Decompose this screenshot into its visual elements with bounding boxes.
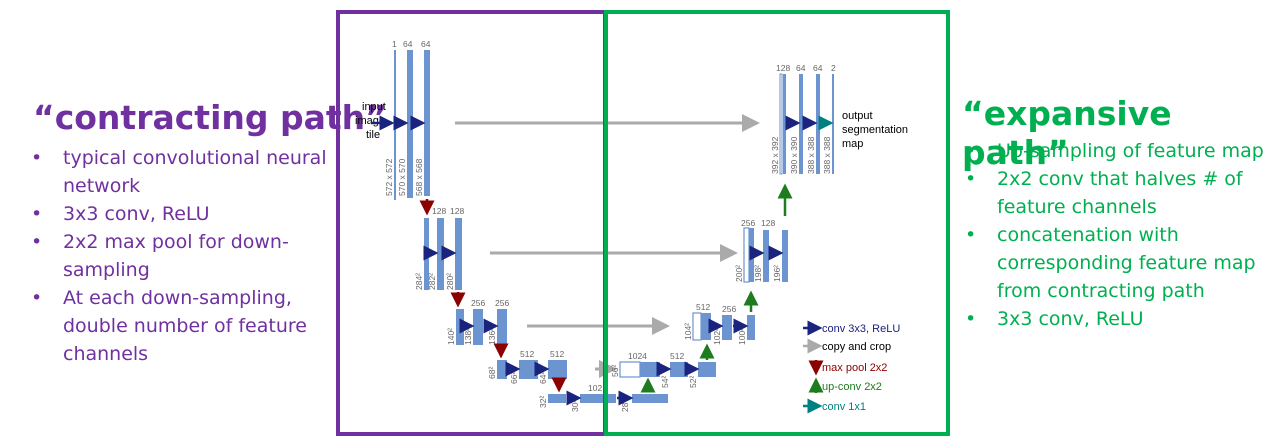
size-label: 104² xyxy=(683,323,693,340)
size-label: 572 x 572 xyxy=(384,158,394,196)
size-label: 28² xyxy=(620,400,630,412)
channel-label: 1 xyxy=(392,39,397,49)
feature-map xyxy=(816,74,820,174)
list-item: concatenation with corresponding feature… xyxy=(965,221,1280,305)
size-label: 56² xyxy=(610,365,620,377)
list-item: At each down-sampling, double number of … xyxy=(31,284,331,368)
channel-label: 256 xyxy=(741,218,755,228)
channel-label: 128 xyxy=(432,206,446,216)
output-label: segmentation xyxy=(842,124,908,136)
feature-map xyxy=(670,362,688,377)
channel-label: 1024 xyxy=(628,351,647,361)
channel-label: 256 xyxy=(471,298,485,308)
size-label: 136² xyxy=(487,328,497,345)
feature-map xyxy=(497,360,507,379)
channel-label: 64 xyxy=(813,63,823,73)
channel-label: 64 xyxy=(403,39,413,49)
list-item: 3x3 conv, ReLU xyxy=(965,305,1280,333)
feature-map xyxy=(640,362,660,377)
feature-map xyxy=(747,315,755,340)
size-label: 138² xyxy=(463,328,473,345)
size-label: 198² xyxy=(753,265,763,282)
feature-map xyxy=(783,74,786,174)
feature-map xyxy=(799,74,803,174)
feature-map xyxy=(407,50,413,198)
output-label: map xyxy=(842,138,863,150)
feature-map xyxy=(437,218,444,290)
contracting-path-frame xyxy=(336,10,607,436)
channel-label: 512 xyxy=(550,349,564,359)
expansive-path-bullets: Up-sampling of feature map 2x2 conv that… xyxy=(965,137,1280,333)
size-label: 32² xyxy=(538,396,548,408)
size-label: 388 x 388 xyxy=(806,136,816,174)
channel-label: 2 xyxy=(831,63,836,73)
size-label: 140² xyxy=(446,328,456,345)
channel-label: 512 xyxy=(670,351,684,361)
size-label: 284² xyxy=(414,273,424,290)
channel-label: 512 xyxy=(696,302,710,312)
feature-map xyxy=(548,360,567,379)
feature-map xyxy=(548,394,566,403)
channel-label: 64 xyxy=(796,63,806,73)
size-label: 390 x 390 xyxy=(789,136,799,174)
size-label: 66² xyxy=(509,372,519,384)
list-item: Up-sampling of feature map xyxy=(965,137,1280,165)
size-label: 52² xyxy=(688,376,698,388)
legend-conv1x1-label: conv 1x1 xyxy=(822,401,866,413)
size-label: 102² xyxy=(712,328,722,345)
feature-map xyxy=(782,230,788,282)
feature-map xyxy=(519,360,538,379)
size-label: 196² xyxy=(772,265,782,282)
channel-label: 64 xyxy=(421,39,431,49)
list-item: typical convolutional neural network xyxy=(31,144,331,200)
contracting-path-title: “contracting path” xyxy=(33,98,387,137)
feature-map xyxy=(497,309,507,345)
feature-map xyxy=(580,394,616,403)
size-label: 54² xyxy=(660,376,670,388)
contracting-path-bullets: typical convolutional neural network 3x3… xyxy=(31,144,331,368)
list-item: 2x2 max pool for down-sampling xyxy=(31,228,331,284)
feature-map xyxy=(701,313,711,340)
feature-map xyxy=(698,362,716,377)
channel-label: 256 xyxy=(495,298,509,308)
output-label: output xyxy=(842,110,873,122)
size-label: 200² xyxy=(734,265,744,282)
channel-label: 512 xyxy=(520,349,534,359)
channel-label: 102 xyxy=(588,383,602,393)
size-label: 568 x 568 xyxy=(414,158,424,196)
size-label: 30² xyxy=(570,400,580,412)
size-label: 388 x 388 xyxy=(822,136,832,174)
cropped-feature-map xyxy=(779,73,783,175)
legend-conv-label: conv 3x3, ReLU xyxy=(822,323,900,335)
input-label: tile xyxy=(366,129,380,141)
input-label: input xyxy=(362,101,386,113)
channel-label: 128 xyxy=(776,63,790,73)
feature-map xyxy=(722,315,732,340)
size-label: 280² xyxy=(445,273,455,290)
expansive-path-frame xyxy=(604,10,950,436)
size-label: 392 x 392 xyxy=(770,136,780,174)
size-label: 282² xyxy=(427,273,437,290)
feature-map xyxy=(424,50,430,196)
channel-label: 128 xyxy=(450,206,464,216)
size-label: 64² xyxy=(538,372,548,384)
size-label: 100² xyxy=(737,328,747,345)
legend-upconv-label: up-conv 2x2 xyxy=(822,381,882,393)
legend-copy-label: copy and crop xyxy=(822,341,891,353)
channel-label: 128 xyxy=(761,218,775,228)
legend-maxpool-label: max pool 2x2 xyxy=(822,362,887,374)
list-item: 2x2 conv that halves # of feature channe… xyxy=(965,165,1280,221)
list-item: 3x3 conv, ReLU xyxy=(31,200,331,228)
feature-map xyxy=(455,218,462,290)
feature-map xyxy=(473,309,483,345)
size-label: 570 x 570 xyxy=(397,158,407,196)
channel-label: 256 xyxy=(722,304,736,314)
feature-map xyxy=(632,394,668,403)
feature-map xyxy=(763,230,769,282)
size-label: 68² xyxy=(487,367,497,379)
